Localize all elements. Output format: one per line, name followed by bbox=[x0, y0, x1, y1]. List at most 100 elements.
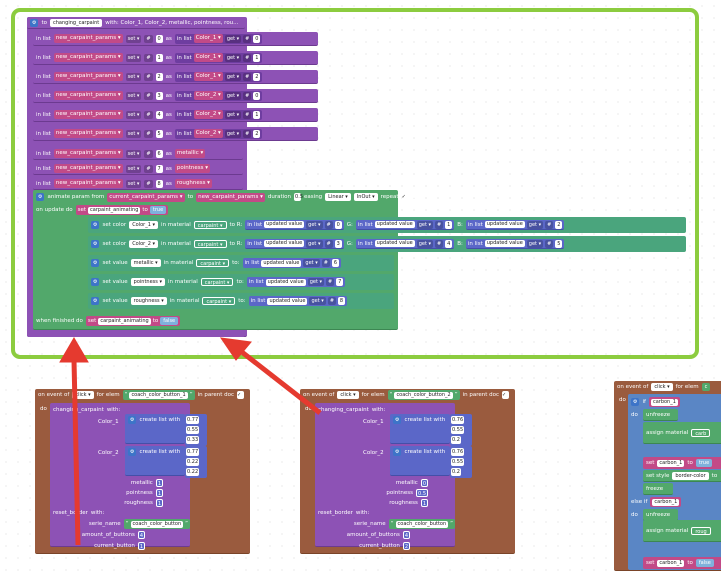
get-index[interactable]: 0 bbox=[253, 91, 261, 100]
set-value-row[interactable]: ⚙ set value metallic ▾ in material carpa… bbox=[88, 255, 394, 271]
assign-material-block[interactable]: assign material carb bbox=[643, 422, 721, 444]
color1-value[interactable]: 0.77 bbox=[186, 416, 200, 424]
material-dropdown[interactable]: carpaint ▾ bbox=[202, 297, 236, 305]
assign-material-block-2[interactable]: assign material roug bbox=[643, 520, 721, 542]
anim-to-var[interactable]: new_carpaint_params ▾ bbox=[196, 192, 265, 202]
arg-value[interactable]: 1 bbox=[155, 499, 163, 507]
src-list-var[interactable]: Color_2 ▾ bbox=[193, 91, 223, 100]
hash-dropdown[interactable]: # bbox=[144, 72, 153, 81]
gear-icon[interactable]: ⚙ bbox=[30, 18, 39, 27]
list-set-row[interactable]: in list new_carpaint_params ▾ set ▾ # 8 … bbox=[33, 178, 243, 190]
get-updated-value[interactable]: in list updated value get ▾ # 3 bbox=[245, 239, 344, 249]
anim-var[interactable]: carpaint_animating bbox=[98, 317, 151, 325]
get-block[interactable]: in list Color_1 ▾ get ▾ # 1 bbox=[174, 52, 263, 63]
get-block[interactable]: in list Color_1 ▾ get ▾ # 2 bbox=[174, 71, 263, 82]
event3-elem[interactable]: c bbox=[701, 383, 711, 391]
src-list-var[interactable]: Color_2 ▾ bbox=[193, 110, 223, 119]
color-dropdown[interactable]: Color_2 ▾ bbox=[129, 240, 159, 248]
material-dropdown[interactable]: carpaint ▾ bbox=[193, 221, 227, 229]
index-value[interactable]: 8 bbox=[155, 179, 163, 188]
assign-value[interactable]: carb bbox=[691, 428, 711, 437]
carbon-var[interactable]: carbon_1 bbox=[648, 397, 680, 407]
event-type-dropdown[interactable]: click ▾ bbox=[337, 391, 359, 399]
list-var[interactable]: new_carpaint_params ▾ bbox=[53, 129, 123, 138]
get-index[interactable]: 0 bbox=[253, 34, 261, 43]
gear-icon[interactable]: ⚙ bbox=[91, 221, 100, 229]
list-var[interactable]: new_carpaint_params ▾ bbox=[53, 179, 123, 188]
get-block[interactable]: in list Color_2 ▾ get ▾ # 2 bbox=[174, 128, 263, 139]
color2-value[interactable]: 0.2 bbox=[451, 468, 461, 476]
color2-value[interactable]: 0.22 bbox=[186, 458, 200, 466]
elem-string[interactable]: “coach_color_button_1” bbox=[122, 390, 195, 400]
duration-value[interactable]: 0.5 bbox=[294, 193, 303, 201]
op-dropdown[interactable]: set ▾ bbox=[125, 129, 142, 138]
list-set-row[interactable]: in list new_carpaint_params ▾ set ▾ # 6 … bbox=[33, 148, 243, 160]
gear-icon[interactable]: ⚙ bbox=[91, 240, 100, 248]
index-value[interactable]: 0 bbox=[155, 34, 163, 43]
unfreeze-block[interactable]: unfreeze bbox=[643, 409, 678, 421]
event-block[interactable]: on event of click ▾ for elem “coach_colo… bbox=[35, 389, 250, 554]
list-set-row[interactable]: in list new_carpaint_params ▾ set ▾ # 5 … bbox=[33, 127, 318, 141]
gear-icon[interactable]: ⚙ bbox=[91, 278, 100, 286]
color1-value[interactable]: 0.33 bbox=[186, 436, 200, 444]
op-dropdown[interactable]: set ▾ bbox=[125, 164, 142, 173]
event-header[interactable]: on event of click ▾ for elem “coach_colo… bbox=[300, 389, 515, 401]
color-dropdown[interactable]: Color_1 ▾ bbox=[129, 221, 159, 229]
set-color-row[interactable]: ⚙ set color Color_1 ▾ in material carpai… bbox=[88, 217, 686, 233]
gear-icon[interactable]: ⚙ bbox=[393, 416, 402, 424]
set-animating-false-block[interactable]: set carpaint_animating to false bbox=[85, 316, 181, 326]
get-updated-value[interactable]: in list updated value get ▾ # 1 bbox=[355, 220, 455, 230]
set-color-row[interactable]: ⚙ set color Color_2 ▾ in material carpai… bbox=[88, 236, 686, 252]
if-row[interactable]: ⚙ if carbon_1 bbox=[628, 396, 721, 408]
param-dropdown[interactable]: metallic ▾ bbox=[130, 259, 161, 267]
get-block[interactable]: in list Color_2 ▾ get ▾ # 1 bbox=[174, 109, 263, 120]
gear-icon[interactable]: ⚙ bbox=[128, 448, 137, 456]
event-block[interactable]: on event of click ▾ for elem “coach_colo… bbox=[300, 389, 515, 554]
op-dropdown[interactable]: set ▾ bbox=[125, 110, 142, 119]
get-block[interactable]: in list Color_1 ▾ get ▾ # 0 bbox=[174, 33, 263, 44]
color1-value[interactable]: 0.2 bbox=[451, 436, 461, 444]
carbon-var-2[interactable]: carbon_1 bbox=[650, 497, 682, 507]
index-value[interactable]: 4 bbox=[155, 110, 163, 119]
set-value-row[interactable]: ⚙ set value roughness ▾ in material carp… bbox=[88, 293, 394, 309]
list-set-row[interactable]: in list new_carpaint_params ▾ set ▾ # 2 … bbox=[33, 70, 318, 84]
get-updated-value[interactable]: in list updated value get ▾ # 2 bbox=[465, 220, 565, 230]
get-updated-value[interactable]: in list updated value get ▾ # 8 bbox=[248, 296, 348, 306]
set-value-row[interactable]: ⚙ set value pointness ▾ in material carp… bbox=[88, 274, 394, 290]
set-animating-block[interactable]: set carpaint_animating to true bbox=[75, 205, 169, 215]
get-index[interactable]: 2 bbox=[253, 129, 261, 138]
op-dropdown[interactable]: set ▾ bbox=[125, 53, 142, 62]
list-set-row[interactable]: in list new_carpaint_params ▾ set ▾ # 0 … bbox=[33, 32, 318, 46]
proc-name-field[interactable]: changing_carpaint bbox=[50, 18, 103, 27]
list-set-row[interactable]: in list new_carpaint_params ▾ set ▾ # 7 … bbox=[33, 163, 243, 175]
procedure-header[interactable]: ⚙ to changing_carpaint with: Color_1, Co… bbox=[27, 17, 245, 29]
event-type-dropdown[interactable]: click ▾ bbox=[72, 391, 94, 399]
arg-value[interactable]: 1 bbox=[155, 479, 163, 487]
list-set-row[interactable]: in list new_carpaint_params ▾ set ▾ # 3 … bbox=[33, 89, 318, 103]
get-updated-value[interactable]: in list updated value get ▾ # 6 bbox=[242, 258, 341, 268]
src-list-var[interactable]: Color_1 ▾ bbox=[193, 53, 223, 62]
inout-dropdown[interactable]: InOut ▾ bbox=[353, 193, 378, 201]
list-var[interactable]: new_carpaint_params ▾ bbox=[53, 164, 123, 173]
freeze-block[interactable]: freeze bbox=[643, 483, 673, 495]
param-dropdown[interactable]: pointness ▾ bbox=[130, 278, 165, 286]
arg-value[interactable]: 1 bbox=[155, 489, 163, 497]
value-var[interactable]: roughness ▾ bbox=[174, 179, 212, 188]
src-list-var[interactable]: Color_2 ▾ bbox=[193, 129, 223, 138]
list-var[interactable]: new_carpaint_params ▾ bbox=[53, 34, 123, 43]
gear-icon[interactable]: ⚙ bbox=[128, 416, 137, 424]
get-index[interactable]: 2 bbox=[253, 72, 261, 81]
index-value[interactable]: 5 bbox=[155, 129, 163, 138]
hash-dropdown[interactable]: # bbox=[144, 53, 153, 62]
event-header[interactable]: on event of click ▾ for elem “coach_colo… bbox=[35, 389, 250, 401]
color1-value[interactable]: 0.76 bbox=[451, 416, 465, 424]
gear-icon[interactable]: ⚙ bbox=[393, 448, 402, 456]
op-dropdown[interactable]: set ▾ bbox=[125, 91, 142, 100]
op-dropdown[interactable]: set ▾ bbox=[125, 149, 142, 158]
false-value[interactable]: false bbox=[160, 317, 179, 325]
get-updated-value[interactable]: in list updated value get ▾ # 0 bbox=[245, 220, 344, 230]
hash-dropdown[interactable]: # bbox=[144, 34, 153, 43]
list-var[interactable]: new_carpaint_params ▾ bbox=[53, 110, 123, 119]
